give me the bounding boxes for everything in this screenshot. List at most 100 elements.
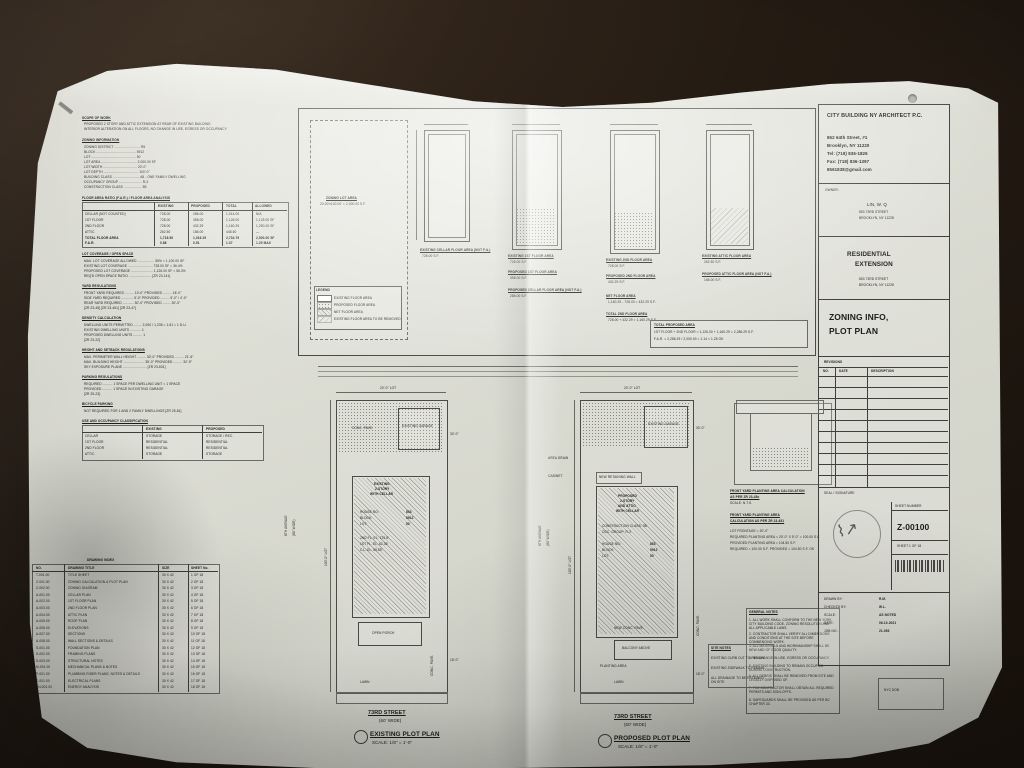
zoning-lot-area-title: ZONING LOT AREA (326, 196, 357, 200)
project-title-2: EXTENSION (855, 261, 893, 268)
owner-address-1: 853 73RD STREET (859, 210, 889, 214)
existing-building-label-3: WITH CELLAR (370, 492, 394, 496)
drawing-index-panel: DRAWING INDEX NO. DRAWING TITLE SIZE SHE… (32, 558, 222, 718)
prop-first-floor-note: 398.00 S.F. (510, 276, 528, 280)
title-block-project-row: RESIDENTIAL EXTENSION 853 73RD STREET BR… (819, 237, 949, 300)
zoning-info-row-5: LOT DEPTH ..............................… (84, 170, 150, 174)
scope-row-0: PROPOSED 2 STORY AND ATTIC EXTENSION AT … (84, 122, 211, 126)
sheet-title-1: ZONING INFO, (829, 312, 889, 322)
proposed-lawn-label: LAWN (614, 680, 624, 684)
title-block-revisions-row: REVISIONS NO. DATE DESCRIPTION (819, 357, 949, 488)
date-value: 06-10-2021 (879, 621, 897, 625)
existing-rear-yard-dim: 30'-0" (450, 432, 459, 436)
site-note-0: EXISTING CURB CUT TO REMAIN (711, 656, 765, 660)
zoning-info-row-8: CONSTRUCTION CLASS .................. 3B (84, 185, 147, 189)
existing-plot-plan-scale: SCALE: 1/8" = 1'-0" (372, 740, 413, 745)
planting-calc-heading-1: FRONT YARD PLANTING AREA CALCULATION (730, 489, 805, 493)
far-col-4: ALLOWED (255, 204, 272, 208)
existing-elev-1: 1ST FL. EL. 62.35' (360, 542, 389, 546)
far-col-1: EXISTING (158, 204, 174, 208)
zoning-info-row-4: LOT WIDTH ..............................… (84, 165, 147, 169)
planting-sub-heading-2: CALCULATION AS PER ZR 23-451 (730, 519, 785, 523)
density-row-2: PROPOSED DWELLING UNITS ......... 1 (84, 333, 146, 337)
proposed-plot-plan-title: PROPOSED PLOT PLAN (614, 735, 691, 742)
job-no-value: 21-053 (879, 629, 890, 633)
zoning-info-row-6: BUILDING CLASS .........................… (84, 175, 186, 179)
proposed-building-label-4: WITH CELLAR (616, 509, 640, 513)
existing-sidewalk (336, 692, 448, 704)
proposed-cabinet-label: CABINET (548, 474, 563, 478)
proposed-occ-group: OCC. GROUP: R-3 (602, 530, 631, 534)
sheet-no-label: SHEET NUMBER (895, 504, 922, 508)
first-floor-note: 728.00 S.F. (510, 260, 528, 264)
existing-street-width: (60' WIDE) (379, 718, 402, 723)
existing-plot-plan-title: EXISTING PLOT PLAN (370, 731, 440, 738)
first-floor-title: EXISTING 1ST FLOOR AREA (508, 254, 554, 258)
net-second-floor-calc: 1,160.29 - 728.00 = 432.29 S.F. (608, 300, 656, 304)
planting-line-0: LOT FRONTAGE = 20'-0" (730, 529, 769, 533)
existing-lot-width-dim: 20'-0" LOT (380, 386, 397, 390)
zoning-info-row-0: ZONING DISTRICT ........................… (84, 145, 146, 149)
total-proposed-note: 1ST FLOOR + 2ND FLOOR = 1,126.00 + 1,160… (654, 330, 754, 334)
proposed-existing-garage (644, 406, 688, 448)
firm-fax: Fax: (718) 836-1397 (827, 159, 870, 164)
title-block-info-row: DRAWN BY: R.M. CHECKED BY: W.L. SCALE: A… (819, 593, 949, 667)
proposed-block-value: 5912 (650, 548, 658, 552)
section-heading-parking: PARKING REGULATIONS (82, 375, 123, 379)
section-heading-scope: SCOPE OF WORK (82, 116, 111, 120)
lot-coverage-row-3: REQ'D OPEN SPACE RATIO .................… (84, 274, 171, 278)
far-col-2: PROPOSED (191, 204, 210, 208)
section-heading-density: DENSITY CALCULATION (82, 316, 122, 320)
drawn-by-label: DRAWN BY: (824, 597, 843, 601)
second-floor-title: EXISTING 2ND FLOOR AREA (606, 258, 653, 262)
section-heading-zoning-info: ZONING INFORMATION (82, 138, 120, 142)
parking-row-1: PROVIDED .......... 1 SPACE IN EXISTING … (84, 387, 164, 391)
prop-second-floor-title: PROPOSED 2ND FLOOR AREA (606, 274, 656, 278)
planting-calc-heading-2: AS PER ZR 23-45c (730, 495, 760, 499)
use-occ-col-1: EXISTING (146, 427, 162, 431)
firm-email: 8561838@gmail.com (827, 167, 872, 172)
section-heading-height: HEIGHT AND SETBACK REGULATIONS (82, 348, 145, 352)
planting-line-1: REQUIRED PLANTING AREA = 20'-0" X 5'-0" … (730, 535, 820, 539)
attic-note: 262.50 S.F. (704, 260, 722, 264)
section-heading-use-occ: USE AND OCCUPANCY CLASSIFICATION (82, 419, 148, 423)
existing-street-name: 73RD STREET (368, 710, 406, 716)
revisions-col-date: DATE (839, 369, 848, 373)
title-block-firm-row: CITY BUILDING NY ARCHITECT P.C. 862 64th… (819, 105, 949, 184)
legend-swatch-existing (317, 295, 332, 302)
index-col-2: SIZE (162, 566, 170, 570)
section-heading-lot-coverage: LOT COVERAGE / OPEN SPACE (82, 252, 134, 256)
scale-value: AS NOTED (879, 613, 897, 617)
density-row-0: DWELLING UNITS PERMITTED ........ 2,000 … (84, 323, 187, 327)
legend-label-net: NET FLOOR AREA (334, 310, 363, 314)
density-row-1: EXISTING DWELLING UNITS ........... 1 (84, 328, 144, 332)
proposed-planting-area-label: PLANTING AREA (600, 664, 627, 668)
use-occ-col-2: PROPOSED (206, 427, 225, 431)
planting-line-2: PROVIDED PLANTING AREA = 104.50 S.F. (730, 541, 797, 545)
prop-first-floor-title: PROPOSED 1ST FLOOR AREA (508, 270, 557, 274)
sheet-title-2: PLOT PLAN (829, 326, 879, 336)
existing-front-pave-label: CONC. PAVE. (430, 654, 434, 676)
lot-coverage-row-0: MAX. LOT COVERAGE ALLOWED ..............… (84, 259, 185, 263)
existing-elev-2: C.L. EL. 55.85' (360, 548, 383, 552)
doc-barcode (895, 560, 945, 572)
proposed-conc-pave-label: CONC. PAVE. (696, 614, 700, 636)
legend-label-proposed: PROPOSED FLOOR AREA (334, 303, 376, 307)
sheet-no-value: Z-00100 (897, 522, 930, 532)
proposed-house-no-label: HOUSE NO: (602, 542, 621, 546)
density-row-3: [ZR 23-22] (84, 338, 101, 342)
existing-lot-value: 50 (406, 522, 410, 526)
use-occ-table-frame (82, 425, 264, 461)
proposed-retaining-wall-label: NEW RETAINING WALL (599, 475, 636, 479)
prop-attic-note: 186.00 S.F. (704, 278, 722, 282)
planting-diagram-hatch (752, 447, 808, 467)
proposed-building-label-2: 2-STORY (620, 499, 635, 503)
existing-plot-plan: 8TH AVENUE (80' WIDE) EXISTING GARAGE CO… (284, 386, 515, 745)
section-heading-yards: YARD REGULATIONS (82, 284, 117, 288)
prop-cellar-title: PROPOSED CELLAR FLOOR AREA (NOT F.A.) (508, 288, 582, 292)
bottom-right-stamp-box (878, 678, 944, 710)
planting-line-3: REQUIRED = 100.00 S.F. PROVIDED = 104.50… (730, 547, 815, 551)
firm-tel: Tel: (718) 836-1826 (827, 151, 868, 156)
far-col-3: TOTAL (226, 204, 237, 208)
